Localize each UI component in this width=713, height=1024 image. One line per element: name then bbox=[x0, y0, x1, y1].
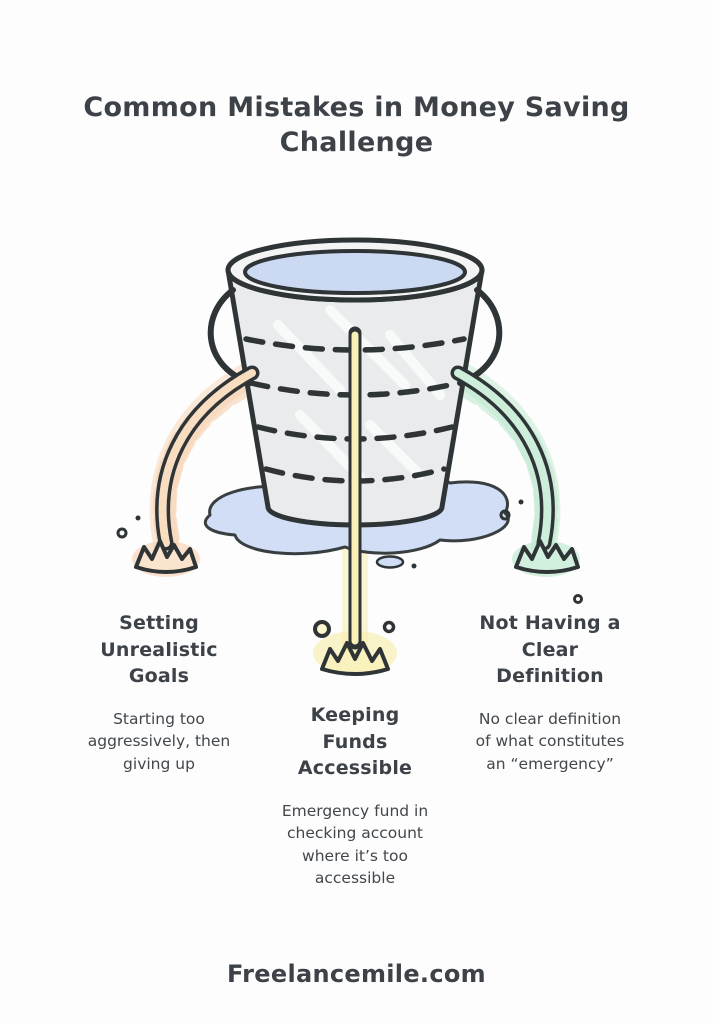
splash-center bbox=[320, 641, 390, 676]
leak-left bbox=[116, 365, 260, 574]
mistake-item-no-clear-definition: Not Having a Clear Definition No clear d… bbox=[438, 610, 662, 775]
mistake-heading: Setting Unrealistic Goals bbox=[100, 612, 218, 688]
splash-right bbox=[514, 539, 580, 574]
puddle-droplet bbox=[375, 555, 405, 569]
mistake-description: Emergency fund in checking account where… bbox=[281, 801, 429, 888]
mistake-item-unrealistic-goals: Setting Unrealistic Goals Starting too a… bbox=[52, 610, 266, 775]
mistake-description: No clear definition of what constitutes … bbox=[475, 709, 625, 773]
splash-left bbox=[134, 539, 198, 574]
mistake-heading: Keeping Funds Accessible bbox=[297, 704, 413, 780]
site-name: Freelancemile.com bbox=[227, 960, 486, 988]
mistake-heading: Not Having a Clear Definition bbox=[479, 612, 621, 688]
page-title: Common Mistakes in Money Saving Challeng… bbox=[83, 92, 630, 159]
leak-center bbox=[313, 326, 396, 676]
leak-right bbox=[450, 365, 583, 604]
mistake-description: Starting too aggressively, then giving u… bbox=[87, 709, 231, 773]
water-surface bbox=[243, 249, 467, 295]
leaking-bucket-illustration bbox=[116, 237, 583, 676]
mistake-item-funds-accessible: Keeping Funds Accessible Emergency fund … bbox=[250, 702, 460, 890]
